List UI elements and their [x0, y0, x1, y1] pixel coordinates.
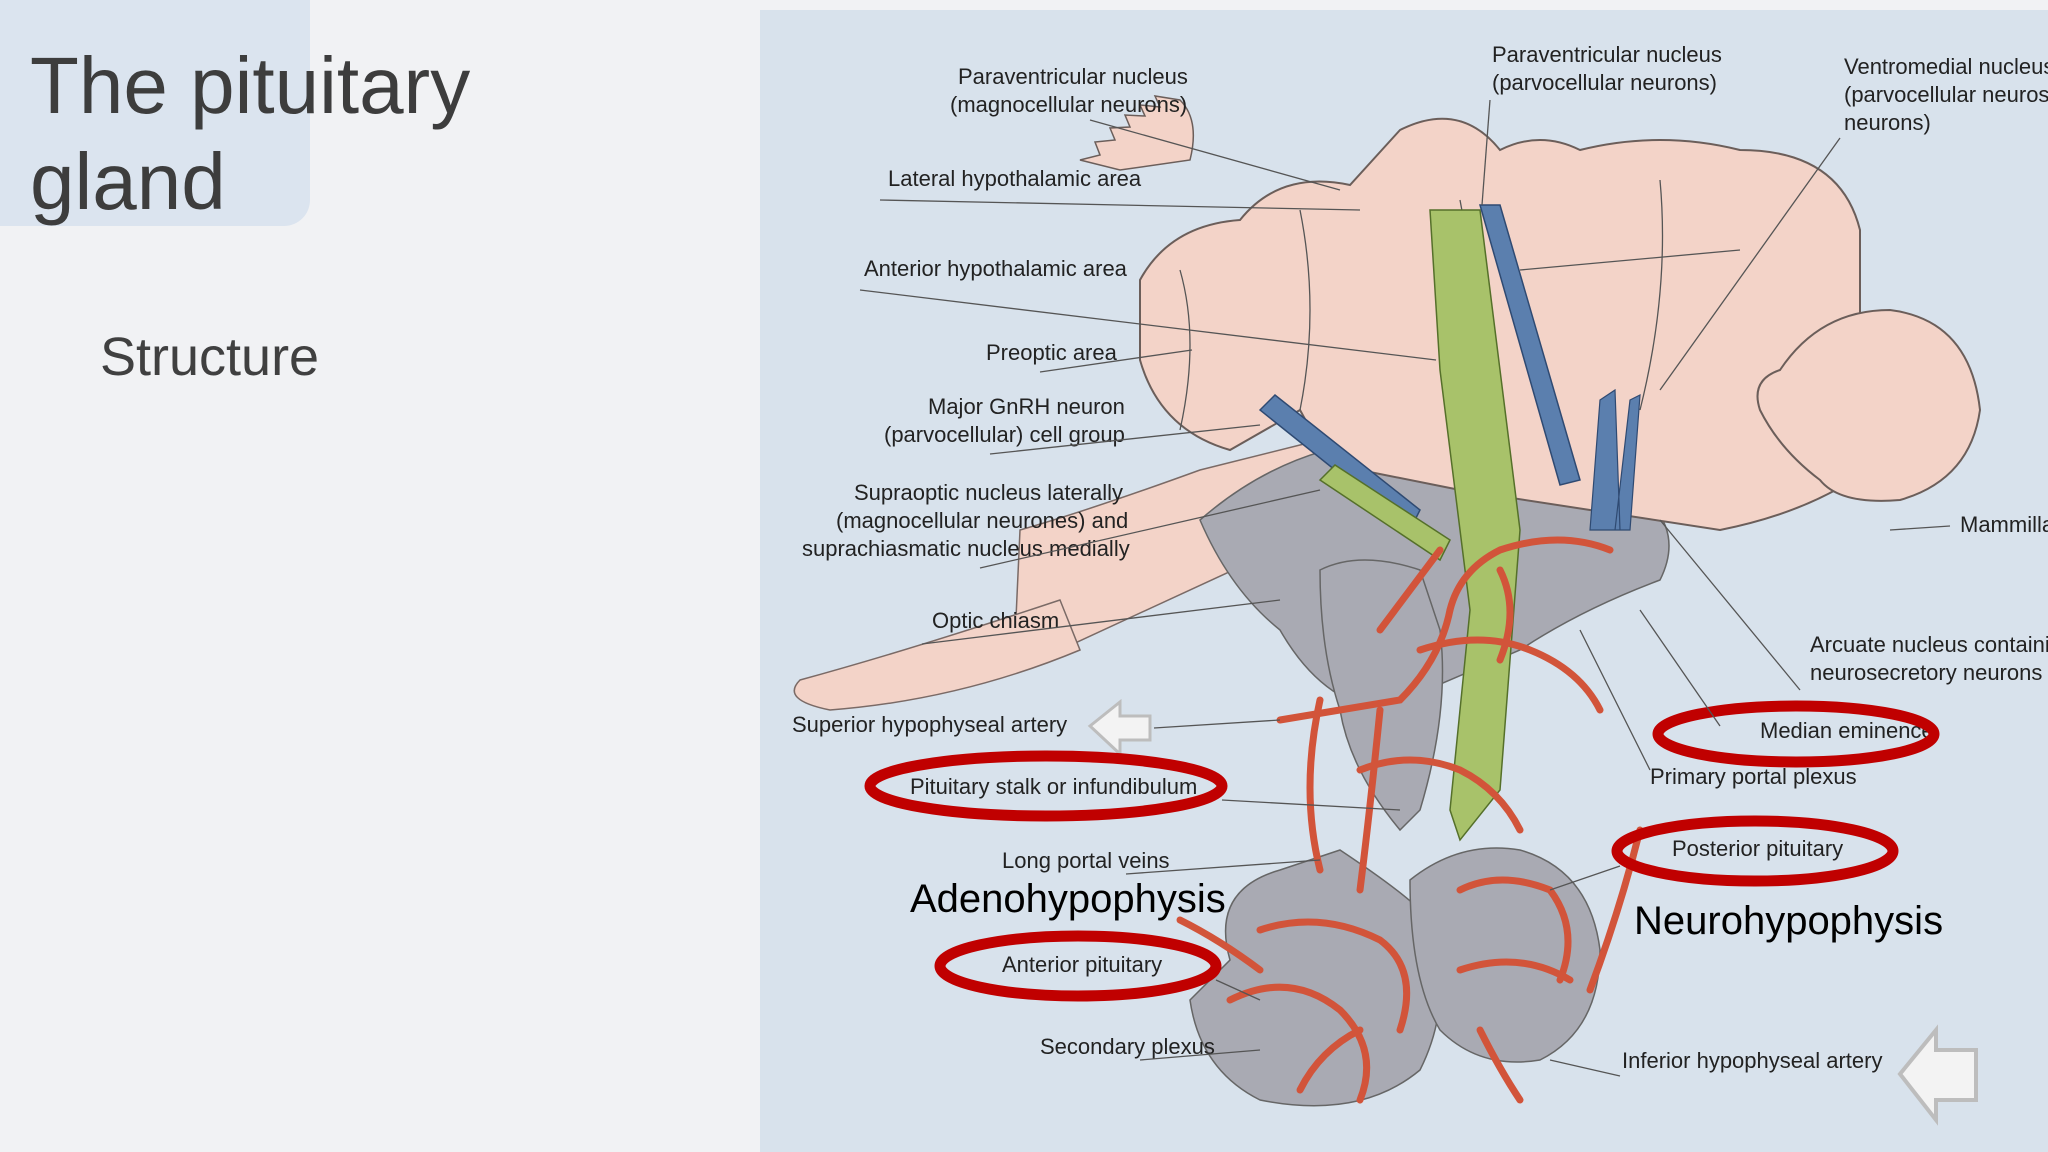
region-line-4 — [1639, 179, 1664, 411]
pituitary-stalk-highlight — [864, 750, 1228, 822]
optic-nerve-shape — [793, 599, 1081, 711]
region-line-1 — [1299, 209, 1311, 411]
label-supraoptic-2: (magnocellular neurones) and — [836, 508, 1128, 533]
label-superior-hypophyseal: Superior hypophyseal artery — [792, 712, 1067, 737]
posterior-pituitary-highlight — [1611, 815, 1899, 887]
label-supraoptic-1: Supraoptic nucleus laterally — [854, 480, 1123, 505]
label-anterior-pituitary: Anterior pituitary — [1002, 952, 1162, 977]
slide-title: The pituitary gland — [30, 41, 471, 226]
title-backdrop — [0, 0, 310, 226]
region-line-2 — [1179, 269, 1191, 431]
label-ventromedial-2: (parvocellular neurose — [1844, 82, 2048, 107]
diagram-svg — [793, 95, 1982, 1107]
magnocellular-axon-bundle — [1429, 209, 1521, 842]
label-optic-chiasm: Optic chiasm — [932, 608, 1059, 633]
label-pituitary-stalk: Pituitary stalk or infundibulum — [910, 774, 1197, 799]
label-preoptic: Preoptic area — [986, 340, 1118, 365]
label-arcuate-1: Arcuate nucleus containing — [1810, 632, 2048, 657]
median-eminence-highlight — [1652, 700, 1940, 768]
label-paraventricular-magno-2: (magnocellular neurons) — [950, 92, 1187, 117]
anterior-pituitary-highlight — [934, 930, 1222, 1002]
parvocellular-axon-bundle — [1479, 204, 1581, 486]
label-posterior-pituitary: Posterior pituitary — [1672, 836, 1843, 861]
label-arcuate-2: neurosecretory neurons — [1810, 660, 2042, 685]
label-supraoptic-3: suprachiasmatic nucleus medially — [802, 536, 1130, 561]
label-neurohypophysis: Neurohypophysis — [1634, 899, 1943, 943]
label-gnrh-1: Major GnRH neuron — [928, 394, 1125, 419]
mammillary-body-shape — [1756, 308, 1982, 502]
label-paraventricular-magno-1: Paraventricular nucleus — [958, 64, 1188, 89]
label-paraventricular-parvo-2: (parvocellular neurons) — [1492, 70, 1717, 95]
label-inferior-hypophyseal: Inferior hypophyseal artery — [1622, 1048, 1882, 1073]
supraoptic-axon-bundle — [1318, 464, 1451, 562]
label-mammillary: Mammillar — [1960, 512, 2048, 537]
slide-subtitle: Structure — [100, 327, 320, 387]
superior-arrow-icon — [1087, 698, 1152, 758]
label-lateral-hypothalamic: Lateral hypothalamic area — [888, 166, 1142, 191]
label-secondary-plexus: Secondary plexus — [1040, 1034, 1215, 1059]
diagram-labels: Paraventricular nucleus (magnocellular n… — [792, 42, 2048, 1126]
inferior-arrow-icon — [1897, 1024, 1978, 1126]
label-anterior-hypothalamic: Anterior hypothalamic area — [864, 256, 1128, 281]
region-line-5 — [1519, 249, 1741, 271]
label-primary-portal: Primary portal plexus — [1650, 764, 1857, 789]
label-gnrh-2: (parvocellular) cell group — [884, 422, 1125, 447]
portal-vessel-network — [1176, 536, 1644, 1104]
label-ventromedial-3: neurons) — [1844, 110, 1931, 135]
label-paraventricular-parvo-1: Paraventricular nucleus — [1492, 42, 1722, 67]
label-ventromedial-1: Ventromedial nucleus — [1844, 54, 2048, 79]
label-long-portal: Long portal veins — [1002, 848, 1170, 873]
pituitary-diagram: Paraventricular nucleus (magnocellular n… — [760, 10, 2048, 1152]
posterior-pituitary-shape — [1409, 847, 1601, 1063]
label-adenohypophysis: Adenohypophysis — [910, 877, 1226, 921]
arcuate-axon-bundle — [1589, 388, 1641, 531]
